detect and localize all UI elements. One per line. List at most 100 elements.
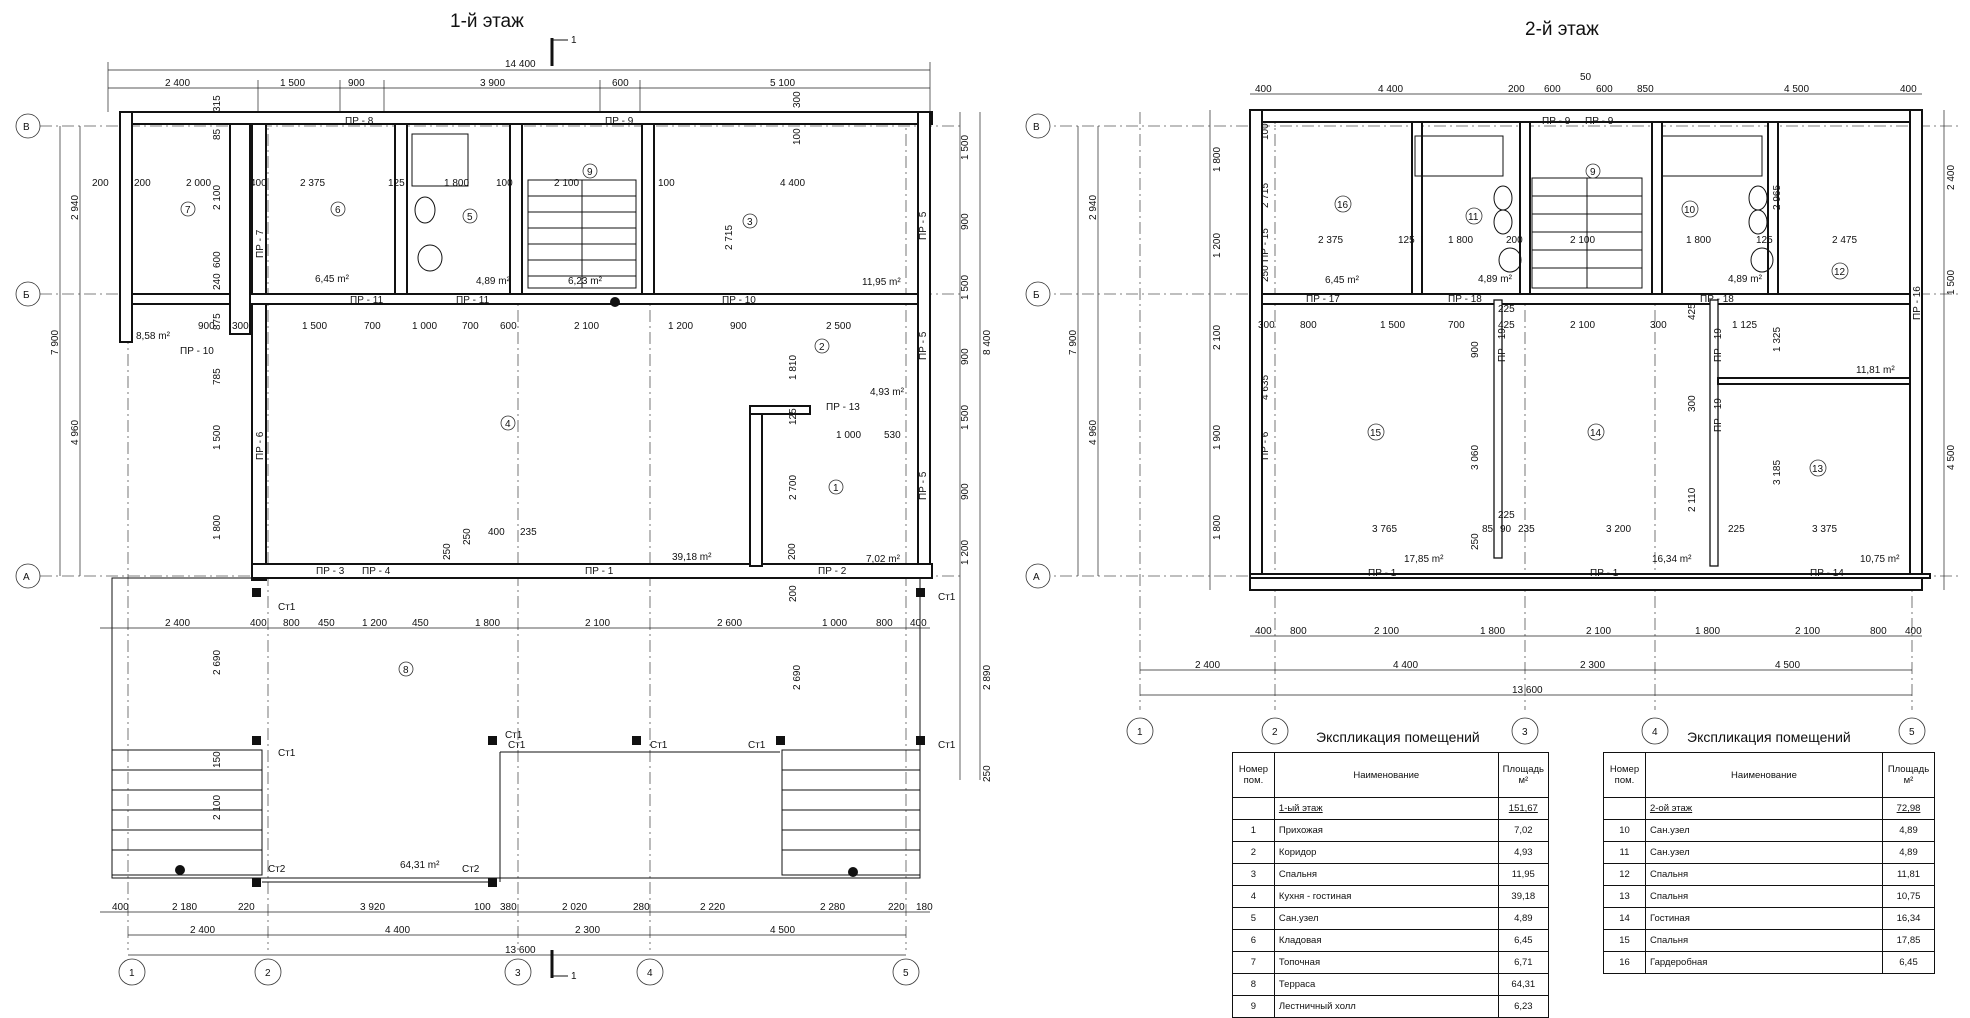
room-schedule-floor2: Номер пом. Наименование Площадь м² 2-ой …: [1603, 752, 1935, 974]
dim-top: 200: [1508, 84, 1525, 95]
inner-dim: 100: [496, 178, 513, 189]
inner-dim: 1 800: [212, 515, 223, 540]
inner-dim: 300: [792, 91, 803, 108]
left-dim: 4 960: [70, 420, 81, 445]
table-header-row: Номер пом. Наименование Площадь м²: [1603, 752, 1935, 798]
room-number: 10: [1684, 205, 1696, 216]
inner-dim: 1 800: [444, 178, 469, 189]
cell-area: 6,45: [1882, 951, 1935, 974]
header-number: Номер пом.: [1603, 752, 1646, 798]
inner-dim: 300: [232, 321, 249, 332]
inner-dim: 3 375: [1812, 524, 1837, 535]
stairs-floor2: [1531, 177, 1643, 289]
column-label: Ст1: [938, 592, 956, 603]
inner-dim: 3 060: [1470, 445, 1481, 470]
bottom-dim: 220: [238, 902, 255, 913]
room-number: 9: [1590, 167, 1596, 178]
axis-number: 4: [647, 968, 653, 979]
inner-dim: 900: [198, 321, 215, 332]
inner-dim: 2 500: [826, 321, 851, 332]
opening-label: ПР - 4: [362, 566, 391, 577]
cell-area: 64,31: [1497, 973, 1550, 996]
table1-title: Экспликация помещений: [1316, 729, 1480, 745]
opening-label: ПР - 6: [255, 431, 266, 460]
inner-dim: 235: [1518, 524, 1535, 535]
inner-dim: 1 000: [836, 430, 861, 441]
cell-name: Лестничный холл: [1273, 995, 1499, 1018]
inner-dim: 2 375: [1318, 235, 1343, 246]
opening-label: ПР - 5: [918, 211, 929, 240]
opening-label: ПР - 16: [1912, 286, 1923, 320]
left-dim: 2 940: [70, 195, 81, 220]
right-dim: 250: [982, 765, 993, 782]
dim-top: 5 100: [770, 78, 795, 89]
dim-top: 600: [1544, 84, 1561, 95]
header-area: Площадь м²: [1497, 752, 1550, 798]
cell-num: 14: [1603, 907, 1646, 930]
dim-top: 3 900: [480, 78, 505, 89]
cell-num: 9: [1232, 995, 1275, 1018]
room-number: 4: [505, 419, 511, 430]
bottom-dim: 2 020: [562, 902, 587, 913]
cell-area: 39,18: [1497, 885, 1550, 908]
opening-label: ПР - 11: [456, 295, 490, 306]
room-area: 8,58 m²: [136, 331, 171, 342]
left-dim: 4 960: [1088, 420, 1099, 445]
bottom-dim: 800: [876, 618, 893, 629]
cell-name: Прихожая: [1273, 819, 1499, 842]
inner-dim: 4 635: [1260, 375, 1271, 400]
cell-num: 3: [1232, 863, 1275, 886]
opening-label: ПР - 8: [345, 116, 374, 127]
cell-area: 16,34: [1882, 907, 1935, 930]
inner-dim: 1 500: [302, 321, 327, 332]
opening-label: ПР - 18: [1700, 294, 1734, 305]
inner-dim: 200: [92, 178, 109, 189]
room-number: 14: [1590, 428, 1602, 439]
inner-dim: 225: [1498, 304, 1515, 315]
room-area: 64,31 m²: [400, 860, 440, 871]
inner-dim: 225: [1498, 510, 1515, 521]
cell-num: 8: [1232, 973, 1275, 996]
inner-dim: 2 715: [724, 225, 735, 250]
bottom-dim: 1 000: [822, 618, 847, 629]
dim-top: 850: [1637, 84, 1654, 95]
inner-dim: 100: [1260, 123, 1271, 140]
left-dim: 1 800: [1212, 147, 1223, 172]
room-area: 7,02 m²: [866, 554, 901, 565]
cell-name: Терраса: [1273, 973, 1499, 996]
floor2-axis-number-bubbles: 1 2 3 4 5: [1126, 717, 1926, 745]
inner-dim: 2 475: [1832, 235, 1857, 246]
axis-dim: 2 300: [575, 925, 600, 936]
inner-dim: 125: [788, 408, 799, 425]
room-number: 3: [747, 217, 753, 228]
dim-top: 1 500: [280, 78, 305, 89]
cell-num: 10: [1603, 819, 1646, 842]
room-area: 6,45 m²: [1325, 275, 1360, 286]
right-dim: 1 500: [960, 135, 971, 160]
cell-area: 6,23: [1497, 995, 1550, 1018]
cell-area: 4,93: [1497, 841, 1550, 864]
inner-dim: 1 125: [1732, 320, 1757, 331]
inner-dim: 125: [1398, 235, 1415, 246]
cell-name: Спальня: [1644, 863, 1884, 886]
columns: Ст1 Ст1 Ст1 Ст1 Ст1 Ст1 Ст1 Ст1 Ст2 Ст2: [252, 588, 956, 887]
room-number: 5: [467, 212, 473, 223]
cell-num: 11: [1603, 841, 1646, 864]
inner-dim: 100: [792, 128, 803, 145]
bottom-dim: 3 920: [360, 902, 385, 913]
column-label: Ст1: [278, 748, 296, 759]
axis-total: 13 600: [1512, 685, 1543, 696]
cell-area: 17,85: [1882, 929, 1935, 952]
room-number: 12: [1834, 267, 1846, 278]
room-schedule-floor1: Номер пом. Наименование Площадь м² 1-ый …: [1232, 752, 1550, 1018]
right-dim: 4 500: [1946, 445, 1957, 470]
cell-num: 7: [1232, 951, 1275, 974]
right-dim: 900: [960, 348, 971, 365]
floor2-axis-letter-bubbles: В Б А: [1025, 113, 1051, 589]
